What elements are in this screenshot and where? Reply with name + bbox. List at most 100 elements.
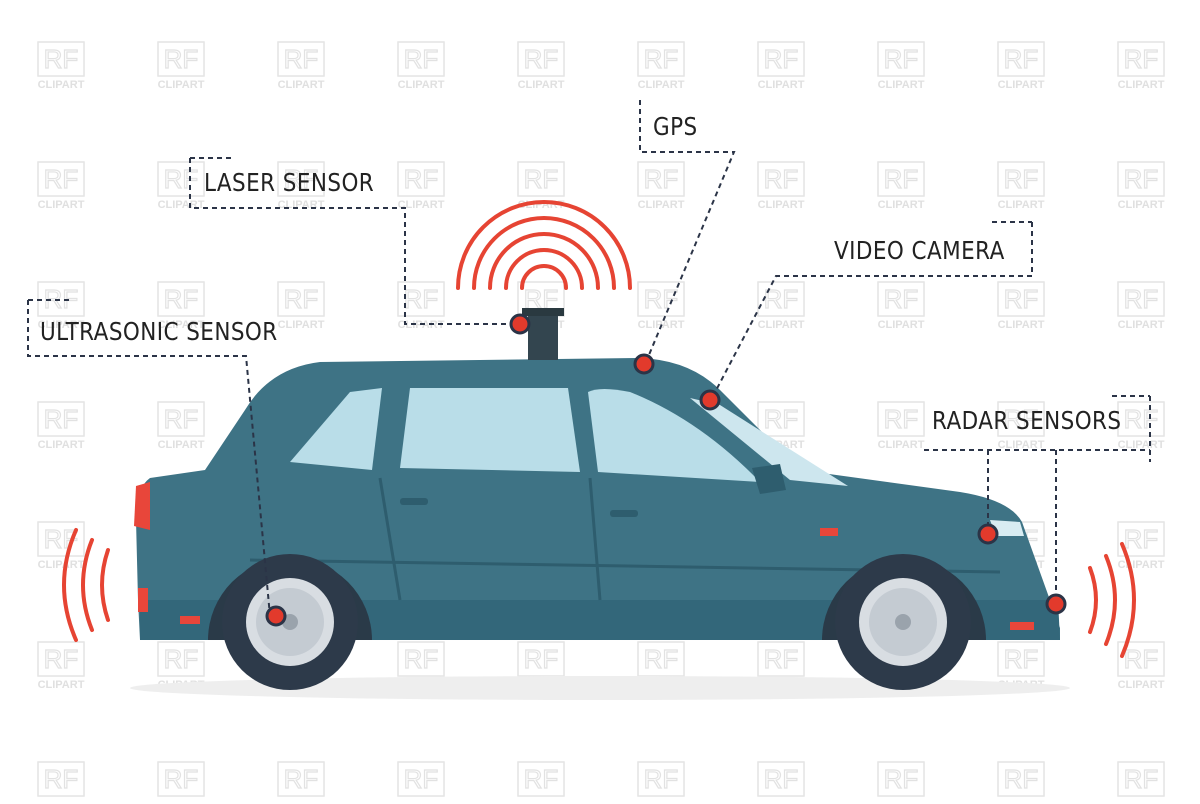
svg-text:CLIPART: CLIPART	[998, 319, 1045, 331]
svg-text:RF: RF	[404, 284, 439, 314]
svg-text:RF: RF	[1004, 644, 1039, 674]
svg-text:RF: RF	[1004, 404, 1039, 434]
svg-text:RF: RF	[404, 644, 439, 674]
svg-text:CLIPART: CLIPART	[278, 199, 325, 211]
svg-text:RF: RF	[284, 44, 319, 74]
gps-leader	[639, 100, 736, 363]
svg-text:RF: RF	[404, 44, 439, 74]
svg-text:CLIPART: CLIPART	[878, 319, 925, 331]
svg-text:RF: RF	[644, 764, 679, 794]
rear-wheel	[222, 554, 358, 690]
tail-light	[134, 482, 150, 530]
svg-text:RF: RF	[164, 404, 199, 434]
svg-text:CLIPART: CLIPART	[38, 559, 85, 571]
svg-text:RF: RF	[404, 164, 439, 194]
car	[134, 308, 1060, 690]
laser-sensor-leader	[189, 158, 520, 325]
svg-text:CLIPART: CLIPART	[878, 199, 925, 211]
svg-text:CLIPART: CLIPART	[1118, 439, 1165, 451]
svg-text:RF: RF	[1124, 284, 1159, 314]
svg-text:RF: RF	[284, 764, 319, 794]
ultrasonic-sensor-label: ULTRASONIC SENSOR	[40, 317, 278, 346]
gps-dot	[633, 353, 655, 375]
svg-text:RF: RF	[44, 644, 79, 674]
roof-laser-unit	[528, 312, 558, 360]
svg-text:CLIPART: CLIPART	[1118, 559, 1165, 571]
svg-text:RF: RF	[764, 44, 799, 74]
svg-text:CLIPART: CLIPART	[398, 199, 445, 211]
laser-signal-waves	[456, 200, 632, 290]
svg-text:RF: RF	[644, 164, 679, 194]
svg-text:CLIPART: CLIPART	[158, 199, 205, 211]
svg-text:RF: RF	[164, 644, 199, 674]
svg-text:RF: RF	[524, 44, 559, 74]
laser-sensor-dot	[509, 313, 531, 335]
svg-text:RF: RF	[1124, 524, 1159, 554]
svg-text:CLIPART: CLIPART	[998, 199, 1045, 211]
radar-sensor-dot-2	[1045, 593, 1067, 615]
front-signal-waves	[1088, 542, 1136, 658]
svg-text:CLIPART: CLIPART	[878, 439, 925, 451]
svg-text:RF: RF	[764, 764, 799, 794]
svg-text:CLIPART: CLIPART	[398, 79, 445, 91]
roof-laser-cap	[522, 308, 564, 316]
watermark-tile: RF CLIPART	[757, 161, 805, 211]
svg-text:RF: RF	[1124, 404, 1159, 434]
watermark-tile: RF CLIPART	[997, 281, 1045, 331]
ultrasonic-leader	[27, 300, 271, 617]
svg-text:RF: RF	[524, 764, 559, 794]
svg-text:CLIPART: CLIPART	[758, 199, 805, 211]
svg-text:RF: RF	[764, 164, 799, 194]
svg-text:CLIPART: CLIPART	[1118, 199, 1165, 211]
video-camera-dot	[699, 389, 721, 411]
watermark-tile: RF CLIPART	[1117, 401, 1165, 451]
svg-text:RF: RF	[884, 764, 919, 794]
video-camera-label: VIDEO CAMERA	[834, 236, 1005, 265]
svg-text:CLIPART: CLIPART	[158, 439, 205, 451]
svg-text:CLIPART: CLIPART	[998, 79, 1045, 91]
svg-text:RF: RF	[1124, 644, 1159, 674]
svg-text:CLIPART: CLIPART	[1118, 79, 1165, 91]
svg-text:CLIPART: CLIPART	[38, 679, 85, 691]
front-fog-light	[1010, 622, 1034, 630]
side-mirror	[752, 464, 786, 494]
rear-window	[290, 388, 382, 470]
svg-text:CLIPART: CLIPART	[158, 79, 205, 91]
svg-text:RF: RF	[44, 164, 79, 194]
svg-text:RF: RF	[284, 164, 319, 194]
svg-text:CLIPART: CLIPART	[38, 319, 85, 331]
rear-door-handle	[400, 498, 428, 505]
svg-text:RF: RF	[1004, 284, 1039, 314]
svg-text:RF: RF	[524, 164, 559, 194]
watermark-tile: RF CLIPART	[397, 41, 445, 91]
svg-text:RF: RF	[764, 404, 799, 434]
svg-text:CLIPART: CLIPART	[38, 79, 85, 91]
svg-text:RF: RF	[164, 764, 199, 794]
watermark-tile: RF CLIPART	[157, 401, 205, 451]
ground-shadow	[130, 676, 1070, 700]
